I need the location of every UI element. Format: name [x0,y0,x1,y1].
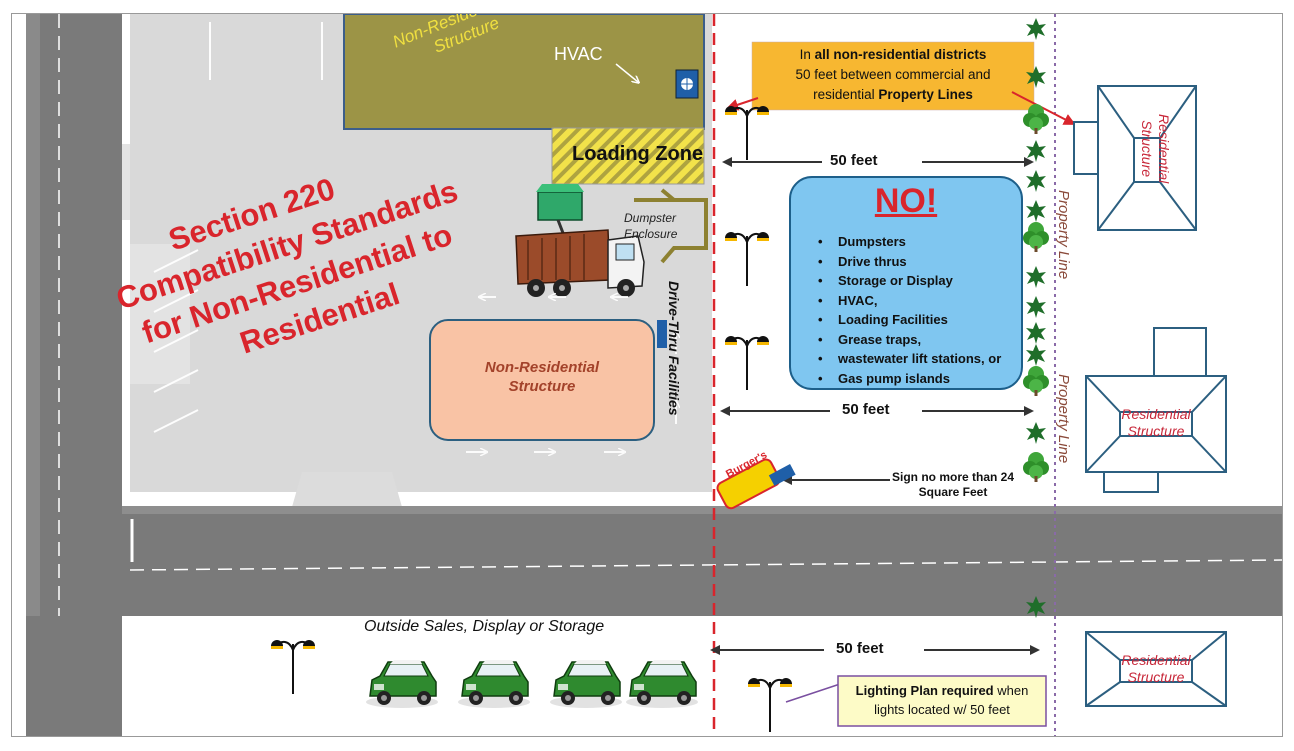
no-box-list: Dumpsters Drive thrus Storage or Display… [812,232,1001,388]
lighting-callout-box [837,675,1047,727]
residential-label-3: Residential Structure [1121,652,1191,685]
loading-zone [551,127,705,185]
vertical-road [26,14,122,736]
no-item: Storage or Display [812,271,1001,291]
hvac-label: HVAC [554,44,603,64]
residential-house-3 [1085,631,1227,707]
residential-house-1 [1073,85,1197,231]
main-structure-label: Non-Residential Structure [484,359,600,395]
no-item: HVAC, [812,291,1001,311]
no-item: wastewater lift stations, or [812,349,1001,369]
drive-thru-window [657,320,667,348]
garbage-truck [515,184,645,297]
residential-label-2: Residential Structure [1121,406,1191,439]
no-item: Dumpsters [812,232,1001,252]
residential-house-2 [1085,327,1227,493]
burger-sign [716,458,796,510]
drive-thru-label: Drive-Thru Facilities [666,281,682,416]
no-item: Drive thrus [812,252,1001,272]
distance-arrows [710,157,1040,655]
sign-size-note: Sign no more than 24 Square Feet [892,470,1015,499]
distance-label-1: 50 feet [830,152,878,169]
display-cars [365,659,699,709]
dumpster-enclosure-label: Dumpster Enclosure [624,211,678,241]
dumpster-enclosure [634,198,708,264]
no-item: Grease traps, [812,330,1001,350]
no-box-title: NO! [874,182,938,220]
loading-zone-label: Loading Zone [572,143,704,165]
residential-label-1: Residential Structure [1139,114,1172,184]
setback-callout-box [751,41,1035,111]
distance-label-2: 50 feet [842,401,890,418]
no-item: Gas pump islands [812,369,1001,389]
property-line-label-upper: Property Line [1055,190,1072,280]
outside-sales-label: Outside Sales, Display or Storage [364,618,605,635]
site-plan-graphics [26,14,1282,736]
lighting-callout-text: Lighting Plan required when lights locat… [855,683,1029,717]
top-structure [343,14,705,130]
main-structure [429,319,655,441]
distance-label-3: 50 feet [836,640,884,657]
no-item: Loading Facilities [812,310,1001,330]
site-plan-diagram: Non-Residential Structure HVAC Loading Z… [11,13,1283,737]
drive-thru-flow-arrows [466,297,676,452]
setback-callout-text: In all non-residential districts 50 feet… [795,47,991,102]
property-line-label-lower: Property Line [1055,374,1072,464]
